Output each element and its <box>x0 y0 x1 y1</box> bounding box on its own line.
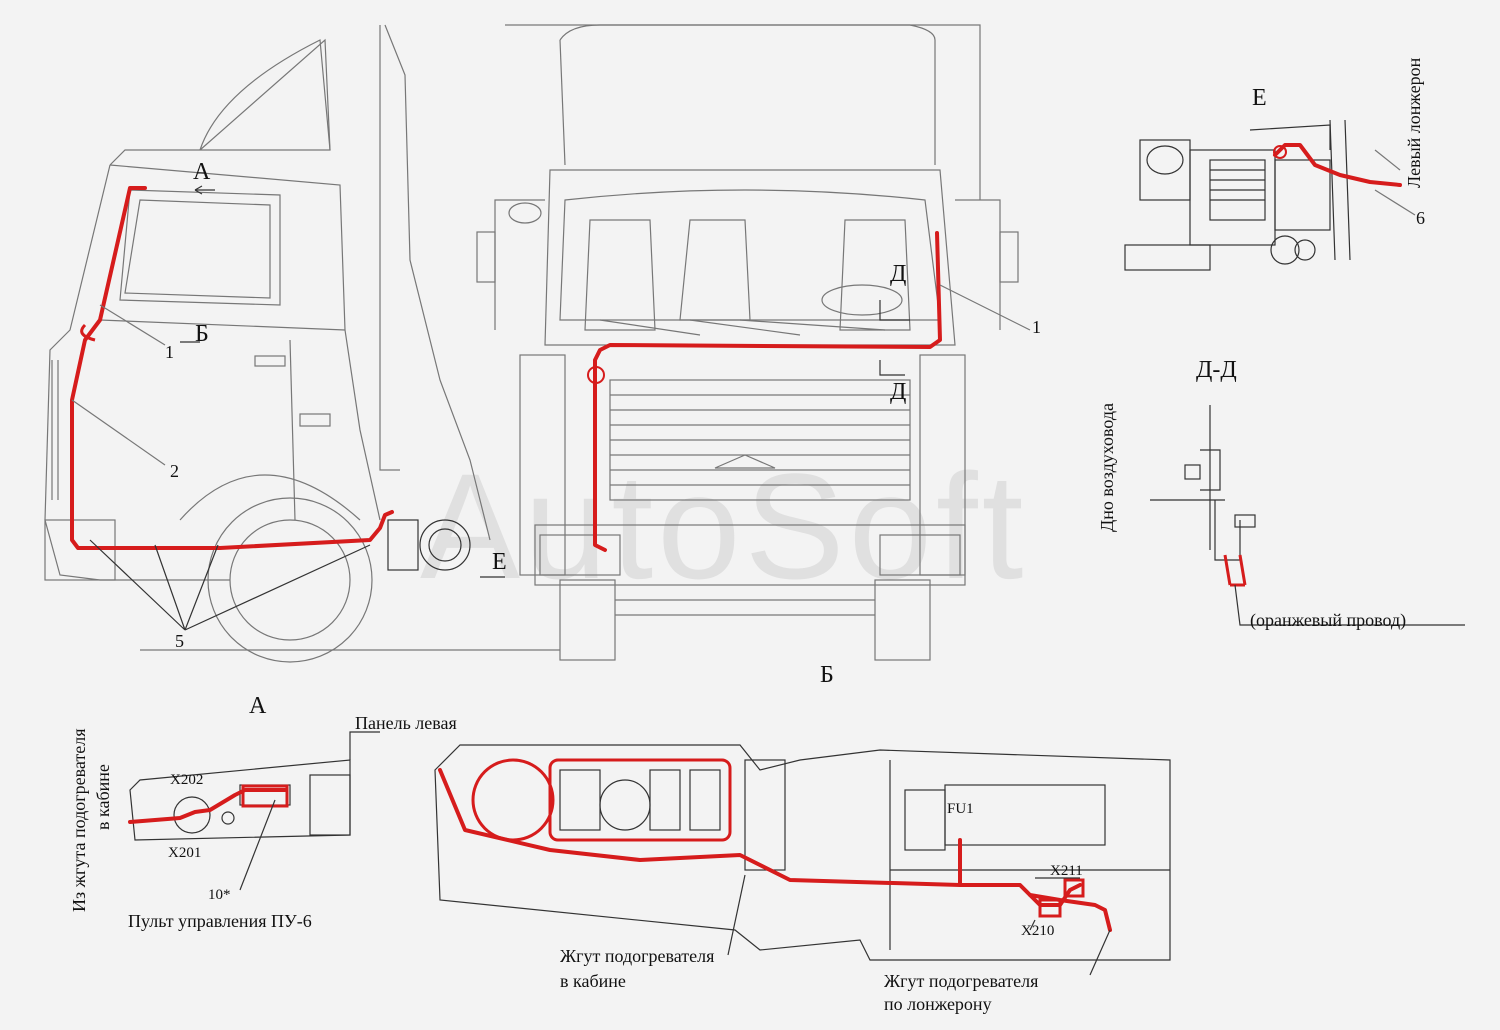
section-d-top-label: Д <box>890 261 907 287</box>
orange-wire-label: (оранжевый провод) <box>1250 610 1407 630</box>
view-a-title: А <box>249 693 267 719</box>
view-b-title: Б <box>820 662 834 688</box>
connector-x202-label: X202 <box>170 772 204 788</box>
view-b-arrow-label: Б <box>195 321 209 347</box>
connector-x211-label: X211 <box>1050 863 1083 879</box>
front-view-truck <box>476 24 1031 661</box>
callout-6: 6 <box>1416 208 1425 228</box>
view-a-panel <box>128 731 380 891</box>
spar-harness-label-2: по лонжерону <box>884 994 992 1014</box>
cab-harness-label-2: в кабине <box>560 971 626 991</box>
left-spar-label: Левый лонжерон <box>1404 57 1424 188</box>
from-cab-harness-label-1: Из жгута подогревателя <box>69 728 89 912</box>
callout-2: 2 <box>170 461 179 481</box>
callout-1-side: 1 <box>165 342 174 362</box>
connector-x210-label: X210 <box>1021 923 1055 939</box>
view-dd-title: Д-Д <box>1196 357 1237 383</box>
callout-5: 5 <box>175 631 184 651</box>
view-b-dashboard <box>434 744 1171 976</box>
view-e-title: Е <box>1252 85 1267 111</box>
fuse-fu1-label: FU1 <box>947 801 974 817</box>
view-a-arrow-label: А <box>193 159 211 185</box>
view-e-arrow-label: Е <box>492 549 507 575</box>
side-view-cab <box>44 24 560 663</box>
connector-x201-label: X201 <box>168 845 202 861</box>
duct-bottom-label: Дно воздуховода <box>1097 402 1117 532</box>
spar-harness-label-1: Жгут подогревателя <box>884 971 1039 991</box>
panel-left-label: Панель левая <box>355 713 457 733</box>
section-d-bottom-label: Д <box>890 379 907 405</box>
section-dd <box>1150 405 1465 626</box>
cab-harness-label-1: Жгут подогревателя <box>560 946 715 966</box>
control-panel-label: Пульт управления ПУ-6 <box>128 911 312 931</box>
view-e-heater <box>1124 119 1416 271</box>
callout-1-front: 1 <box>1032 317 1041 337</box>
callout-10: 10* <box>208 887 231 903</box>
from-cab-harness-label-2: в кабине <box>93 764 113 830</box>
